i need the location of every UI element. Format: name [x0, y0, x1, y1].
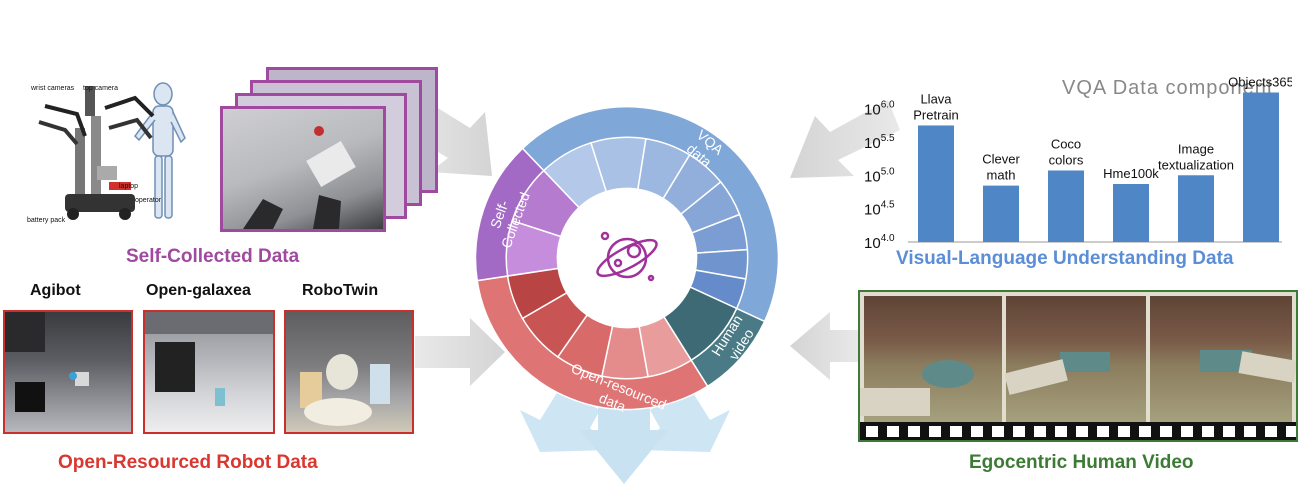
film-hole: [1265, 426, 1277, 437]
bar-2: [1048, 170, 1084, 242]
bar-label-3: Hme100k: [1103, 166, 1159, 181]
bar-5: [1243, 92, 1279, 242]
robotwin-label: RoboTwin: [302, 282, 379, 299]
film-hole: [1181, 426, 1193, 437]
bar-0: [918, 125, 954, 242]
film-hole: [908, 426, 920, 437]
film-hole: [1097, 426, 1109, 437]
film-hole: [887, 426, 899, 437]
y-tick-label: 104.5: [864, 200, 895, 219]
film-hole: [1076, 426, 1088, 437]
robot-diagram: wrist cameras top camera laptop operator…: [27, 82, 186, 224]
camera-frame-front: [220, 106, 386, 232]
film-hole: [1202, 426, 1214, 437]
agibot-image: [3, 310, 133, 434]
data-wheel: VQAdata Self-Collected Open-resourceddat…: [474, 105, 780, 415]
bar-1: [983, 185, 1019, 242]
film-hole: [1055, 426, 1067, 437]
film-hole: [950, 426, 962, 437]
y-tick-label: 105.5: [864, 133, 895, 152]
arrow-bottom-right: [790, 312, 860, 380]
arrow-bottom-left: [415, 318, 505, 386]
vqa-chart: VQA Data component 104.0 104.5 105.0 105.5 1…: [864, 75, 1292, 248]
robotwin-image: [284, 310, 414, 434]
film-hole: [1139, 426, 1151, 437]
film-hole: [1160, 426, 1172, 437]
top-camera-label: top camera: [83, 85, 118, 92]
film-hole: [1244, 426, 1256, 437]
film-hole: [1223, 426, 1235, 437]
arrow-top-right: [790, 100, 900, 178]
open-galaxea-label: Open-galaxea: [146, 282, 251, 299]
egocentric-title: Egocentric Human Video: [969, 452, 1194, 473]
y-tick-label: 106.0: [864, 100, 895, 119]
film-hole: [866, 426, 878, 437]
film-hole: [1118, 426, 1130, 437]
y-tick-label: 104.0: [864, 233, 895, 248]
film-hole: [971, 426, 983, 437]
film-hole: [1286, 426, 1296, 437]
film-hole: [1034, 426, 1046, 437]
agibot-label: Agibot: [30, 282, 81, 299]
film-hole: [1013, 426, 1025, 437]
bar-4: [1178, 175, 1214, 242]
self-collected-title: Self-Collected Data: [126, 246, 300, 267]
wrist-cameras-label: wrist cameras: [30, 85, 75, 92]
egocentric-video-strip: [858, 290, 1298, 442]
battery-pack-label: battery pack: [27, 217, 66, 224]
bar-label-5: Objects365: [1228, 75, 1292, 90]
vlu-title: Visual-Language Understanding Data: [896, 248, 1234, 269]
film-hole: [992, 426, 1004, 437]
bar-3: [1113, 184, 1149, 242]
laptop-label: laptop: [119, 183, 138, 190]
operator-label: operator: [135, 197, 162, 204]
planet-logo-icon: [596, 231, 658, 282]
film-hole: [929, 426, 941, 437]
y-tick-label: 105.0: [864, 166, 895, 185]
chart-title: VQA Data component: [1062, 77, 1273, 99]
operator-figure: [134, 82, 186, 219]
robot-body: [38, 86, 155, 220]
open-galaxea-image: [143, 310, 275, 434]
open-resourced-title: Open-Resourced Robot Data: [58, 452, 318, 473]
